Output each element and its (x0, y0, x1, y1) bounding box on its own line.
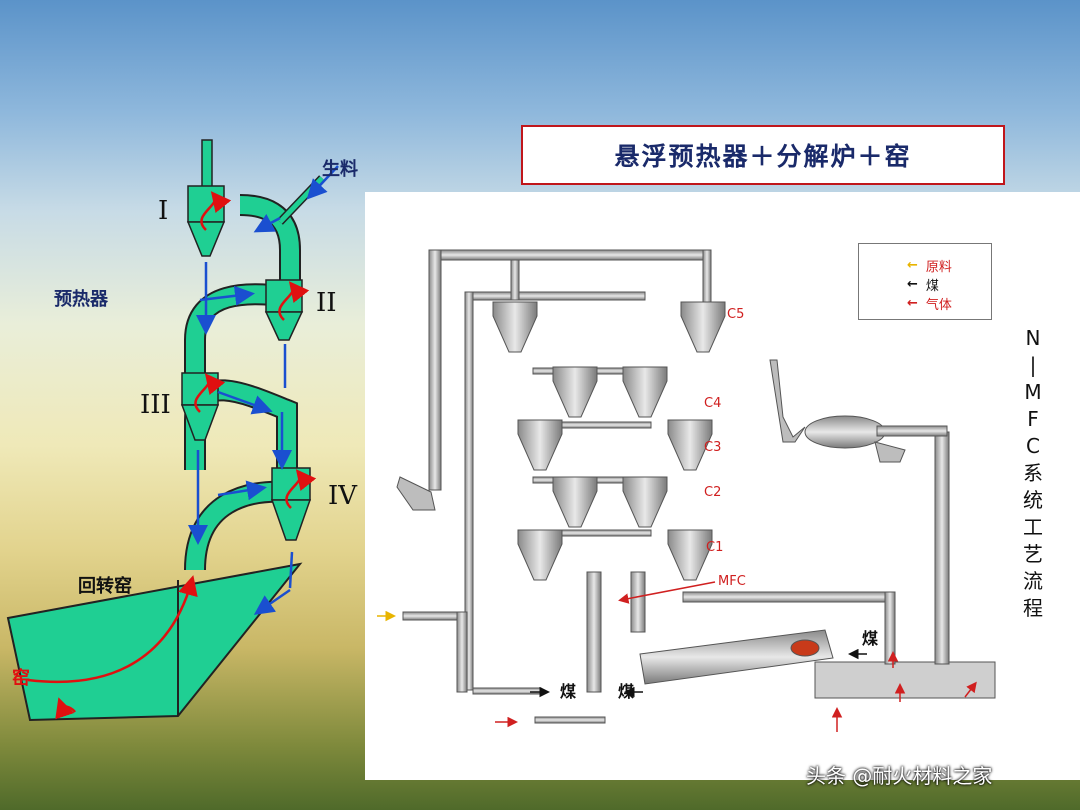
legend-item: ←煤 (907, 275, 939, 294)
cyclone-IV (270, 467, 312, 541)
rotary-kiln (6, 562, 303, 722)
vertical-title-char: 程 (1023, 596, 1043, 620)
cyclone-shape (492, 301, 538, 353)
watermark: 头条 @耐火材料之家 (806, 764, 993, 788)
cyclone-shape (622, 476, 668, 528)
vertical-title-char: 工 (1023, 515, 1043, 539)
cyclone-label-C1: C1 (706, 540, 724, 555)
cyclone-shape (552, 366, 598, 418)
legend-label: 煤 (925, 279, 939, 294)
nmfc-process-diagram (377, 249, 996, 732)
legend-arrow-icon: ← (907, 258, 918, 273)
legend: ←原料←煤←气体 (858, 243, 992, 320)
cyclone-shape (517, 419, 563, 471)
vertical-title-char: | (1029, 353, 1037, 377)
mfc-label: MFC (718, 574, 746, 589)
legend-item: ← 原料 (907, 256, 952, 275)
stage-label-III: III (140, 390, 171, 420)
preheater-label: 预热器 (54, 289, 108, 310)
raw-material-label: 生料 (322, 159, 358, 180)
cyclone-I (186, 185, 226, 257)
cyclone-shape (517, 529, 563, 581)
vertical-title-char: C (1026, 434, 1040, 458)
cyclones (492, 301, 726, 581)
stage-label-IV: IV (328, 481, 358, 511)
cyclone-II (264, 279, 304, 341)
vertical-title-char: M (1024, 380, 1042, 404)
legend-arrow-icon: ← (907, 277, 918, 292)
cyclone-shape (667, 419, 713, 471)
rotary-kiln-label: 回转窑 (78, 576, 132, 597)
coal-label-3: 煤 (618, 682, 635, 701)
vertical-title-char: 系 (1023, 461, 1043, 485)
vertical-title-char: F (1027, 407, 1039, 431)
kiln-short-label: 窑 (12, 668, 30, 689)
coal-label-2: 煤 (560, 682, 577, 701)
legend-item: ← 气体 (907, 294, 952, 313)
preheater-kiln-diagram (6, 139, 339, 722)
vertical-title-char: 流 (1023, 569, 1043, 593)
vertical-title-char: N (1025, 326, 1041, 350)
legend-label: 气体 (925, 298, 952, 313)
cyclone-shape (622, 366, 668, 418)
vertical-title-char: 艺 (1023, 542, 1043, 566)
cyclone-label-C4: C4 (704, 396, 722, 411)
cyclone-shape (552, 476, 598, 528)
stage-label-II: II (316, 288, 337, 318)
cyclone-label-C3: C3 (704, 440, 722, 455)
cyclone-shape (680, 301, 726, 353)
cyclone-shape (667, 529, 713, 581)
vertical-title-char: 统 (1023, 488, 1043, 512)
cyclone-label-C2: C2 (704, 485, 722, 500)
diagram-title: 悬浮预热器＋分解炉＋窑 (521, 125, 1005, 185)
stage-label-I: I (158, 196, 169, 226)
coal-label-1: 煤 (862, 629, 879, 648)
legend-arrow-icon: ← (907, 296, 918, 311)
cyclone-label-C5: C5 (727, 307, 745, 322)
legend-label: 原料 (925, 260, 952, 275)
